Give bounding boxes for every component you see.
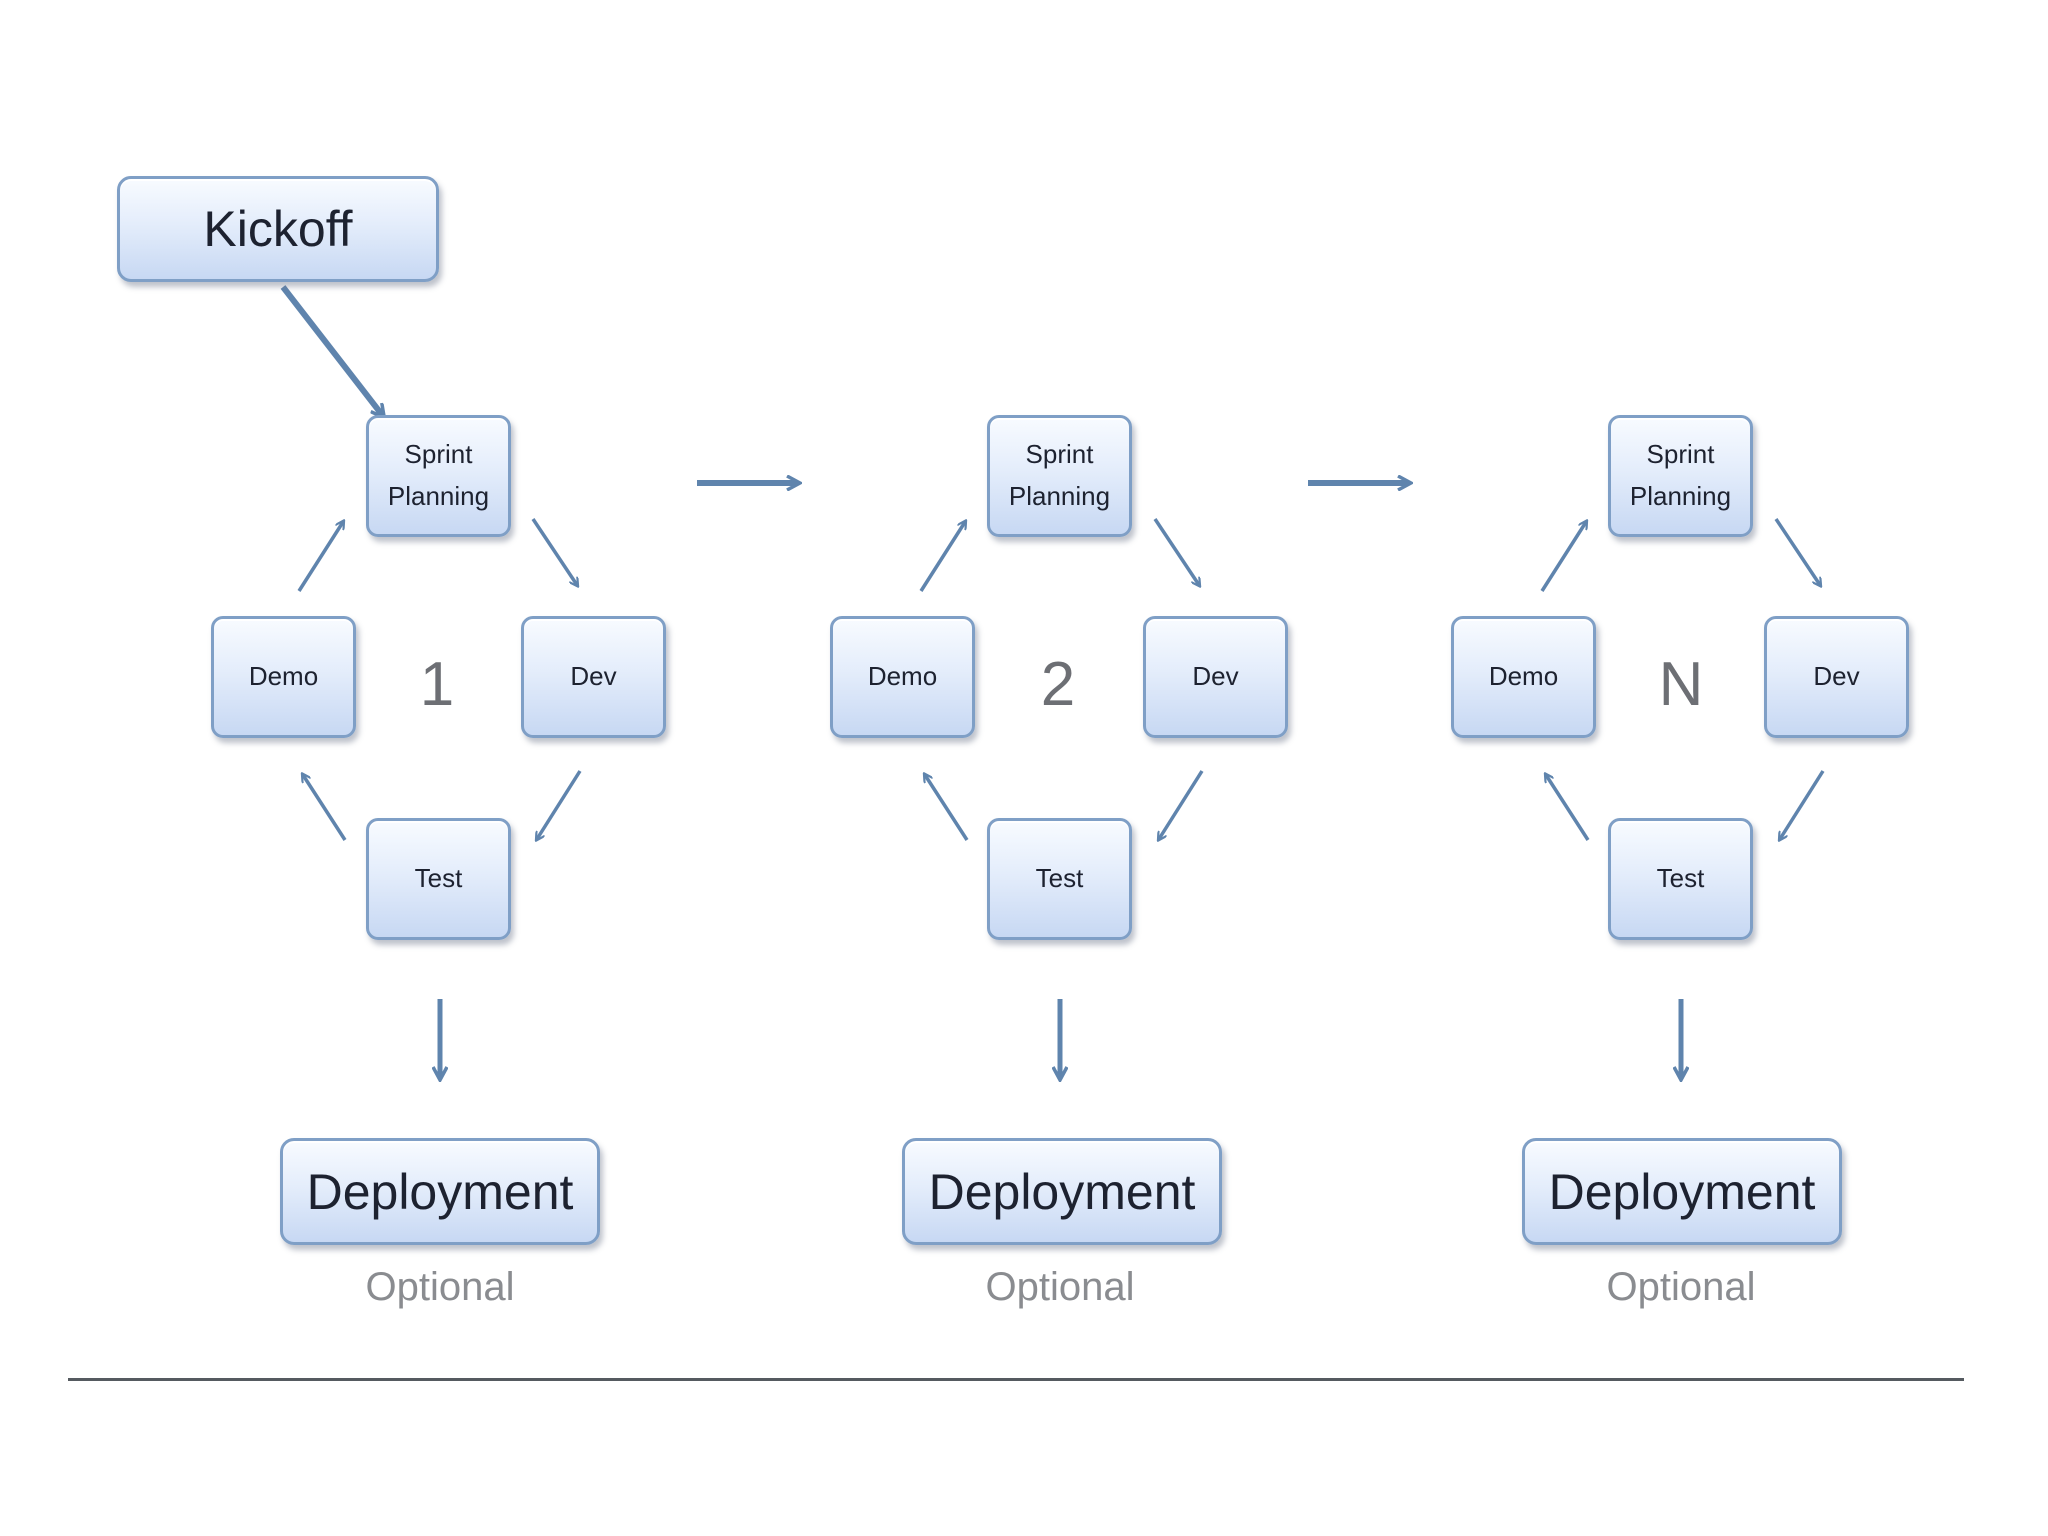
test-box: Test xyxy=(1608,818,1753,940)
kickoff-label: Kickoff xyxy=(203,201,353,257)
deployment-label: Deployment xyxy=(1548,1163,1816,1220)
demo-to-planning-arrow xyxy=(297,522,343,592)
dev-label: Dev xyxy=(570,661,617,692)
demo-label: Demo xyxy=(1488,661,1559,692)
sprint-planning-box: Sprint Planning xyxy=(366,415,511,537)
test-to-demo-arrow xyxy=(925,775,969,841)
sprint-planning-label: Sprint Planning xyxy=(1629,439,1732,511)
dev-box: Dev xyxy=(521,616,666,738)
test-box: Test xyxy=(366,818,511,940)
optional-label: Optional xyxy=(365,1265,515,1309)
test-label: Test xyxy=(414,863,463,894)
demo-label: Demo xyxy=(867,661,938,692)
planning-to-dev-arrow xyxy=(531,518,577,585)
demo-box: Demo xyxy=(1451,616,1596,738)
kickoff-to-sprint-arrow xyxy=(280,285,383,416)
planning-to-dev-arrow xyxy=(1774,518,1820,585)
sprint-planning-box: Sprint Planning xyxy=(987,415,1132,537)
cycle-1-arrows xyxy=(297,518,582,1078)
demo-box: Demo xyxy=(830,616,975,738)
bottom-divider-line xyxy=(68,1378,1964,1381)
dev-to-test-arrow xyxy=(1159,770,1204,839)
kickoff-box: Kickoff xyxy=(117,176,439,282)
deployment-box: Deployment xyxy=(1522,1138,1842,1245)
demo-label: Demo xyxy=(248,661,319,692)
sprint-planning-box: Sprint Planning xyxy=(1608,415,1753,537)
deployment-box: Deployment xyxy=(280,1138,600,1245)
test-to-demo-arrow xyxy=(303,775,347,841)
demo-to-planning-arrow xyxy=(1540,522,1586,592)
cycle-n-arrows xyxy=(1540,518,1825,1078)
test-box: Test xyxy=(987,818,1132,940)
deployment-label: Deployment xyxy=(928,1163,1196,1220)
demo-box: Demo xyxy=(211,616,356,738)
dev-label: Dev xyxy=(1192,661,1239,692)
dev-label: Dev xyxy=(1813,661,1860,692)
test-label: Test xyxy=(1656,863,1705,894)
sprint-number: N xyxy=(1658,650,1704,719)
dev-box: Dev xyxy=(1143,616,1288,738)
sprint-number: 1 xyxy=(419,650,455,719)
sprint-planning-label: Sprint Planning xyxy=(1008,439,1111,511)
sprint-number: 2 xyxy=(1040,650,1076,719)
dev-to-test-arrow xyxy=(1780,770,1825,839)
sprint-planning-label: Sprint Planning xyxy=(387,439,490,511)
test-label: Test xyxy=(1035,863,1084,894)
dev-to-test-arrow xyxy=(537,770,582,839)
test-to-demo-arrow xyxy=(1546,775,1590,841)
planning-to-dev-arrow xyxy=(1153,518,1199,585)
deployment-label: Deployment xyxy=(306,1163,574,1220)
dev-box: Dev xyxy=(1764,616,1909,738)
demo-to-planning-arrow xyxy=(919,522,965,592)
cycle-2-arrows xyxy=(919,518,1204,1078)
optional-label: Optional xyxy=(985,1265,1135,1309)
deployment-box: Deployment xyxy=(902,1138,1222,1245)
optional-label: Optional xyxy=(1606,1265,1756,1309)
